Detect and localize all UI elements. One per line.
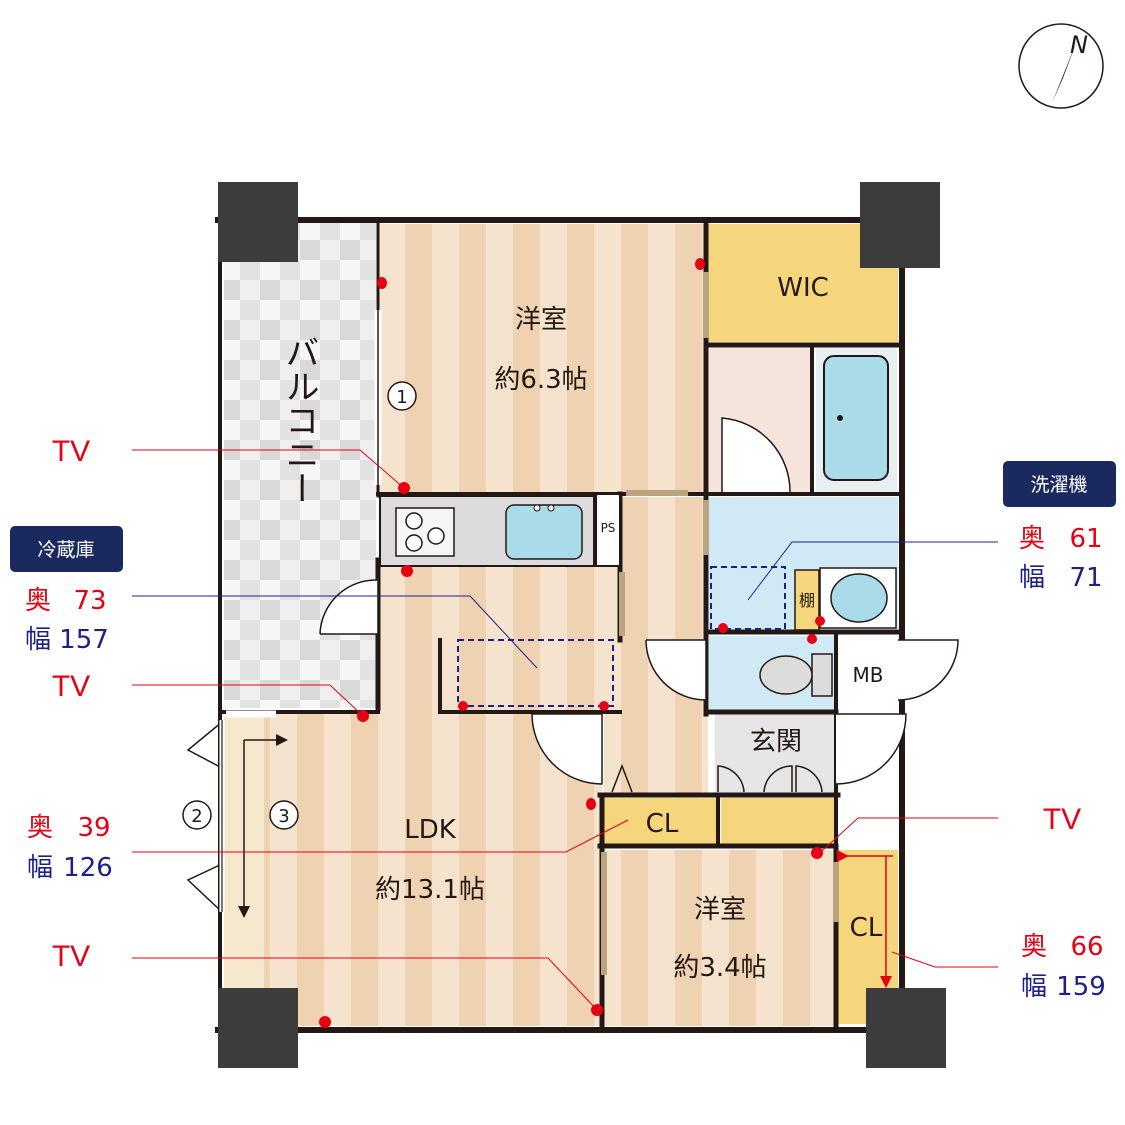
- ldk-name: LDK: [404, 815, 457, 845]
- fridge-badge-label: 冷蔵庫: [37, 539, 94, 561]
- fridge-callout: 冷蔵庫 奥 73 幅 157: [10, 526, 123, 655]
- sink-icon: [505, 504, 583, 560]
- small-closet-width-label: 幅: [1021, 972, 1047, 1002]
- ldk-closet-depth-value: 39: [77, 813, 110, 843]
- closet-dimension-arrows: [837, 850, 893, 988]
- doors: [186, 417, 959, 913]
- stove-icon: [395, 507, 455, 557]
- compass: N: [1018, 23, 1104, 109]
- western-small-name: 洋室: [694, 895, 746, 925]
- tv-label-1: TV: [52, 435, 90, 468]
- compass-needle-icon: [1052, 38, 1078, 103]
- leader-lines: [132, 449, 998, 1011]
- closet-ldk-label: CL: [646, 809, 679, 839]
- balcony-label: バルコニー: [279, 335, 319, 505]
- western-small-floor: [604, 850, 834, 1026]
- marker-1-label: 1: [396, 387, 407, 408]
- small-closet-depth-value: 66: [1070, 932, 1103, 962]
- shelf-floor: [795, 570, 819, 630]
- shelf-label: 棚: [799, 591, 815, 610]
- western-small-size: 約3.4帖: [673, 953, 766, 983]
- ldk-size: 約13.1帖: [375, 875, 485, 905]
- fridge-depth-label: 奥: [25, 586, 51, 616]
- washer-width-label: 幅: [1019, 563, 1045, 593]
- marker-3-label: 3: [278, 806, 289, 827]
- fridge-width-value: 157: [59, 625, 109, 655]
- washer-space: [710, 566, 786, 630]
- fridge-badge: [10, 526, 123, 572]
- marker-1: 1: [387, 381, 417, 411]
- closet-ldk-floor: [604, 798, 716, 844]
- marker-2: 2: [182, 800, 212, 830]
- tv-label-2: TV: [52, 670, 90, 703]
- washer-depth-value: 61: [1069, 524, 1102, 554]
- compass-ring: [1018, 23, 1104, 109]
- entrance-label: 玄関: [750, 727, 802, 757]
- wic-label: WIC: [777, 273, 829, 303]
- washer-depth-label: 奥: [1019, 524, 1045, 554]
- closet-small-label: CL: [850, 913, 883, 943]
- washbasin-icon: [830, 573, 888, 623]
- sliding-rails: [601, 272, 839, 975]
- pillar-se: [866, 988, 946, 1068]
- small-closet-width-value: 159: [1056, 972, 1106, 1002]
- entrance-floor: [715, 714, 836, 794]
- ldk-closet-width-label: 幅: [27, 853, 53, 883]
- pipe-space-label: PS: [601, 521, 616, 535]
- western-large-name: 洋室: [515, 305, 567, 335]
- ldk-closet-width-value: 126: [63, 853, 113, 883]
- pipe-space: [595, 493, 621, 567]
- pillar-sw: [218, 988, 298, 1068]
- ldk-closet-callout: 奥 39 幅 126: [27, 813, 113, 883]
- washer-badge: [1003, 461, 1116, 507]
- marker-2-label: 2: [191, 806, 202, 827]
- toilet-icon: [759, 653, 833, 697]
- pillar-ne: [860, 182, 940, 268]
- mb-label: MB: [853, 663, 884, 687]
- mb-floor: [838, 636, 898, 710]
- western-large-floor: [378, 224, 706, 494]
- small-closet-depth-label: 奥: [1021, 932, 1047, 962]
- western-large-size: 約6.3帖: [494, 365, 587, 395]
- closet-entrance-floor: [721, 798, 834, 844]
- fridge-width-label: 幅: [25, 625, 51, 655]
- bathtub-icon: [823, 355, 889, 481]
- small-closet-callout: 奥 66 幅 159: [1021, 932, 1106, 1002]
- ldk-floor: [226, 714, 602, 1026]
- washer-callout: 洗濯機 奥 61 幅 71: [1003, 461, 1116, 593]
- tv-label-3: TV: [52, 940, 90, 973]
- washer-width-value: 71: [1069, 563, 1102, 593]
- compass-label: N: [1070, 31, 1088, 59]
- washer-badge-label: 洗濯機: [1030, 474, 1087, 496]
- window-arrows: [238, 734, 288, 918]
- fridge-depth-value: 73: [73, 586, 106, 616]
- tv-label-4: TV: [1043, 803, 1081, 836]
- ldk-closet-depth-label: 奥: [27, 813, 53, 843]
- pillar-nw: [218, 182, 298, 262]
- marker-3: 3: [269, 800, 299, 830]
- shelf-box: [794, 569, 820, 631]
- kitchen-counter: [379, 495, 595, 567]
